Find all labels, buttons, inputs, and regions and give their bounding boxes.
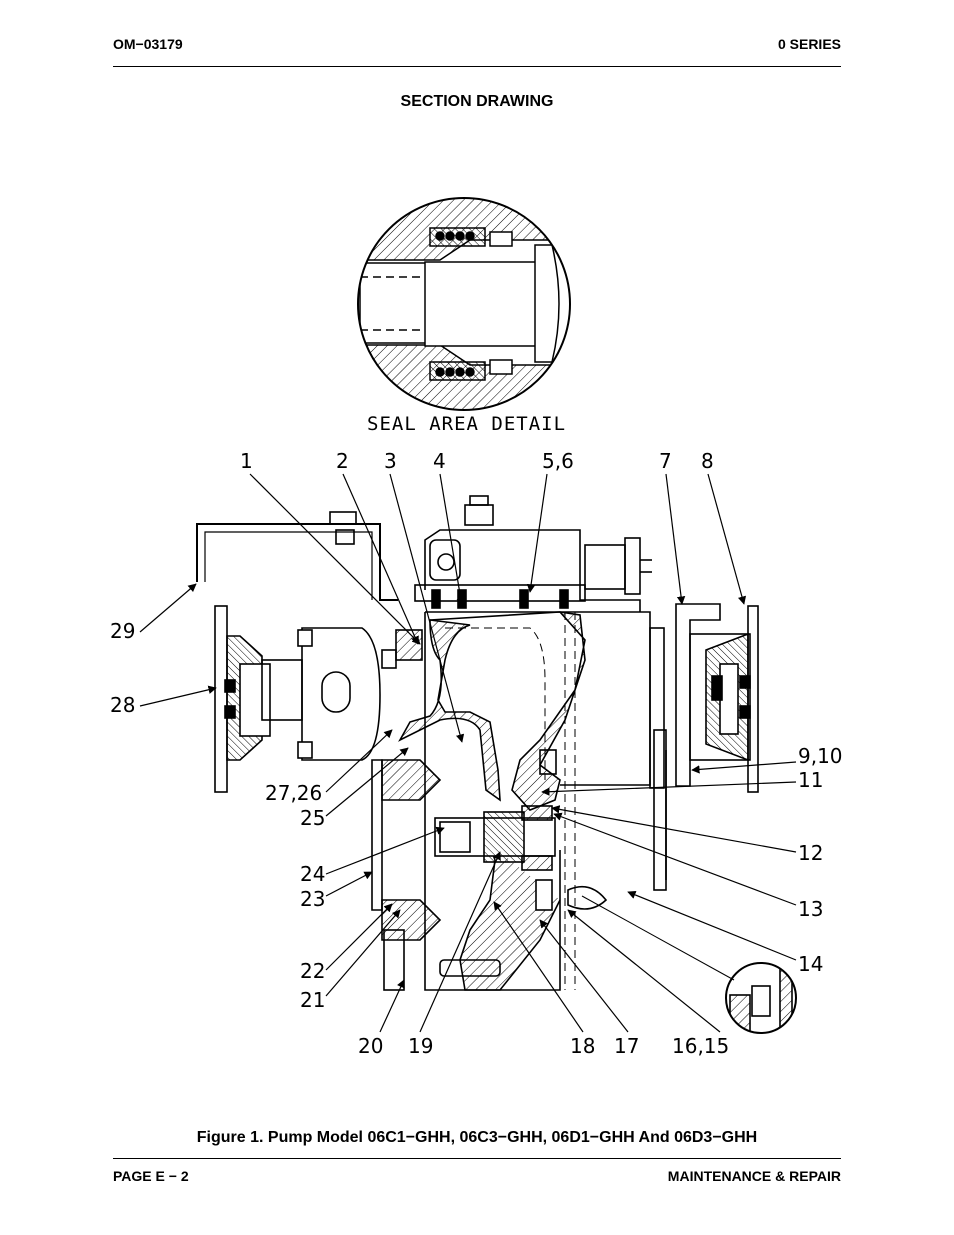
callout-11: 11 xyxy=(798,768,823,792)
callout-7: 7 xyxy=(659,449,672,473)
section-name: MAINTENANCE & REPAIR xyxy=(667,1168,841,1184)
callout-20: 20 xyxy=(358,1034,383,1058)
callout-labels: 1 2 3 4 5,6 7 8 29 28 9,10 11 12 13 14 2… xyxy=(110,449,843,1058)
callout-3: 3 xyxy=(384,449,397,473)
callout-17: 17 xyxy=(614,1034,639,1058)
callout-25: 25 xyxy=(300,806,325,830)
callout-28: 28 xyxy=(110,693,135,717)
callout-21: 21 xyxy=(300,988,325,1012)
callout-14: 14 xyxy=(798,952,823,976)
callout-19: 19 xyxy=(408,1034,433,1058)
callout-9-10: 9,10 xyxy=(798,744,843,768)
callout-29: 29 xyxy=(110,619,135,643)
seal-area-detail xyxy=(357,197,571,411)
header-rule xyxy=(113,66,841,67)
callout-27-26: 27,26 xyxy=(265,781,322,805)
callout-13: 13 xyxy=(798,897,823,921)
callout-4: 4 xyxy=(433,449,446,473)
series-label: 0 SERIES xyxy=(777,36,841,52)
figure-caption: Figure 1. Pump Model 06C1−GHH, 06C3−GHH,… xyxy=(196,1129,758,1146)
leader-lines xyxy=(139,473,797,1033)
callout-5-6: 5,6 xyxy=(542,449,574,473)
callout-18: 18 xyxy=(570,1034,595,1058)
section-title: SECTION DRAWING xyxy=(400,93,554,110)
footer-rule xyxy=(113,1158,841,1159)
pump-assembly xyxy=(196,495,797,1034)
callout-22: 22 xyxy=(300,959,325,983)
callout-24: 24 xyxy=(300,862,325,886)
callout-8: 8 xyxy=(701,449,714,473)
callout-1: 1 xyxy=(240,449,253,473)
seal-area-detail-label: SEAL AREA DETAIL xyxy=(367,413,566,435)
document-number: OM−03179 xyxy=(113,36,183,52)
callout-12: 12 xyxy=(798,841,823,865)
callout-23: 23 xyxy=(300,887,325,911)
callout-2: 2 xyxy=(336,449,349,473)
page-number: PAGE E − 2 xyxy=(113,1168,189,1184)
callout-16-15: 16,15 xyxy=(672,1034,729,1058)
